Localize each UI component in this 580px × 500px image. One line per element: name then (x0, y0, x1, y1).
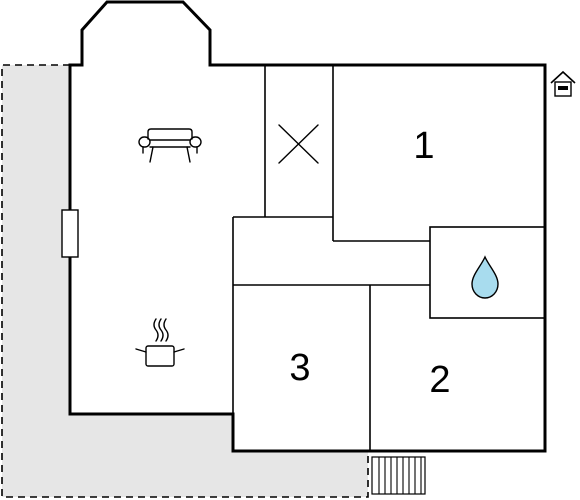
home-entrance-icon (550, 70, 576, 97)
room-1-label: 1 (413, 125, 434, 167)
room-2-label: 2 (429, 359, 450, 401)
stairs-icon (371, 456, 426, 495)
shower-drop-icon (471, 255, 499, 299)
room-3-label: 3 (289, 347, 310, 389)
bathroom-walls (429, 226, 546, 319)
terrace-boundary (1, 64, 369, 498)
sofa-icon (138, 128, 202, 163)
cooking-pot-icon (135, 318, 185, 367)
window-icon (61, 209, 79, 258)
stairwell-cross-icon (278, 124, 319, 164)
terrace-area (2, 65, 368, 497)
